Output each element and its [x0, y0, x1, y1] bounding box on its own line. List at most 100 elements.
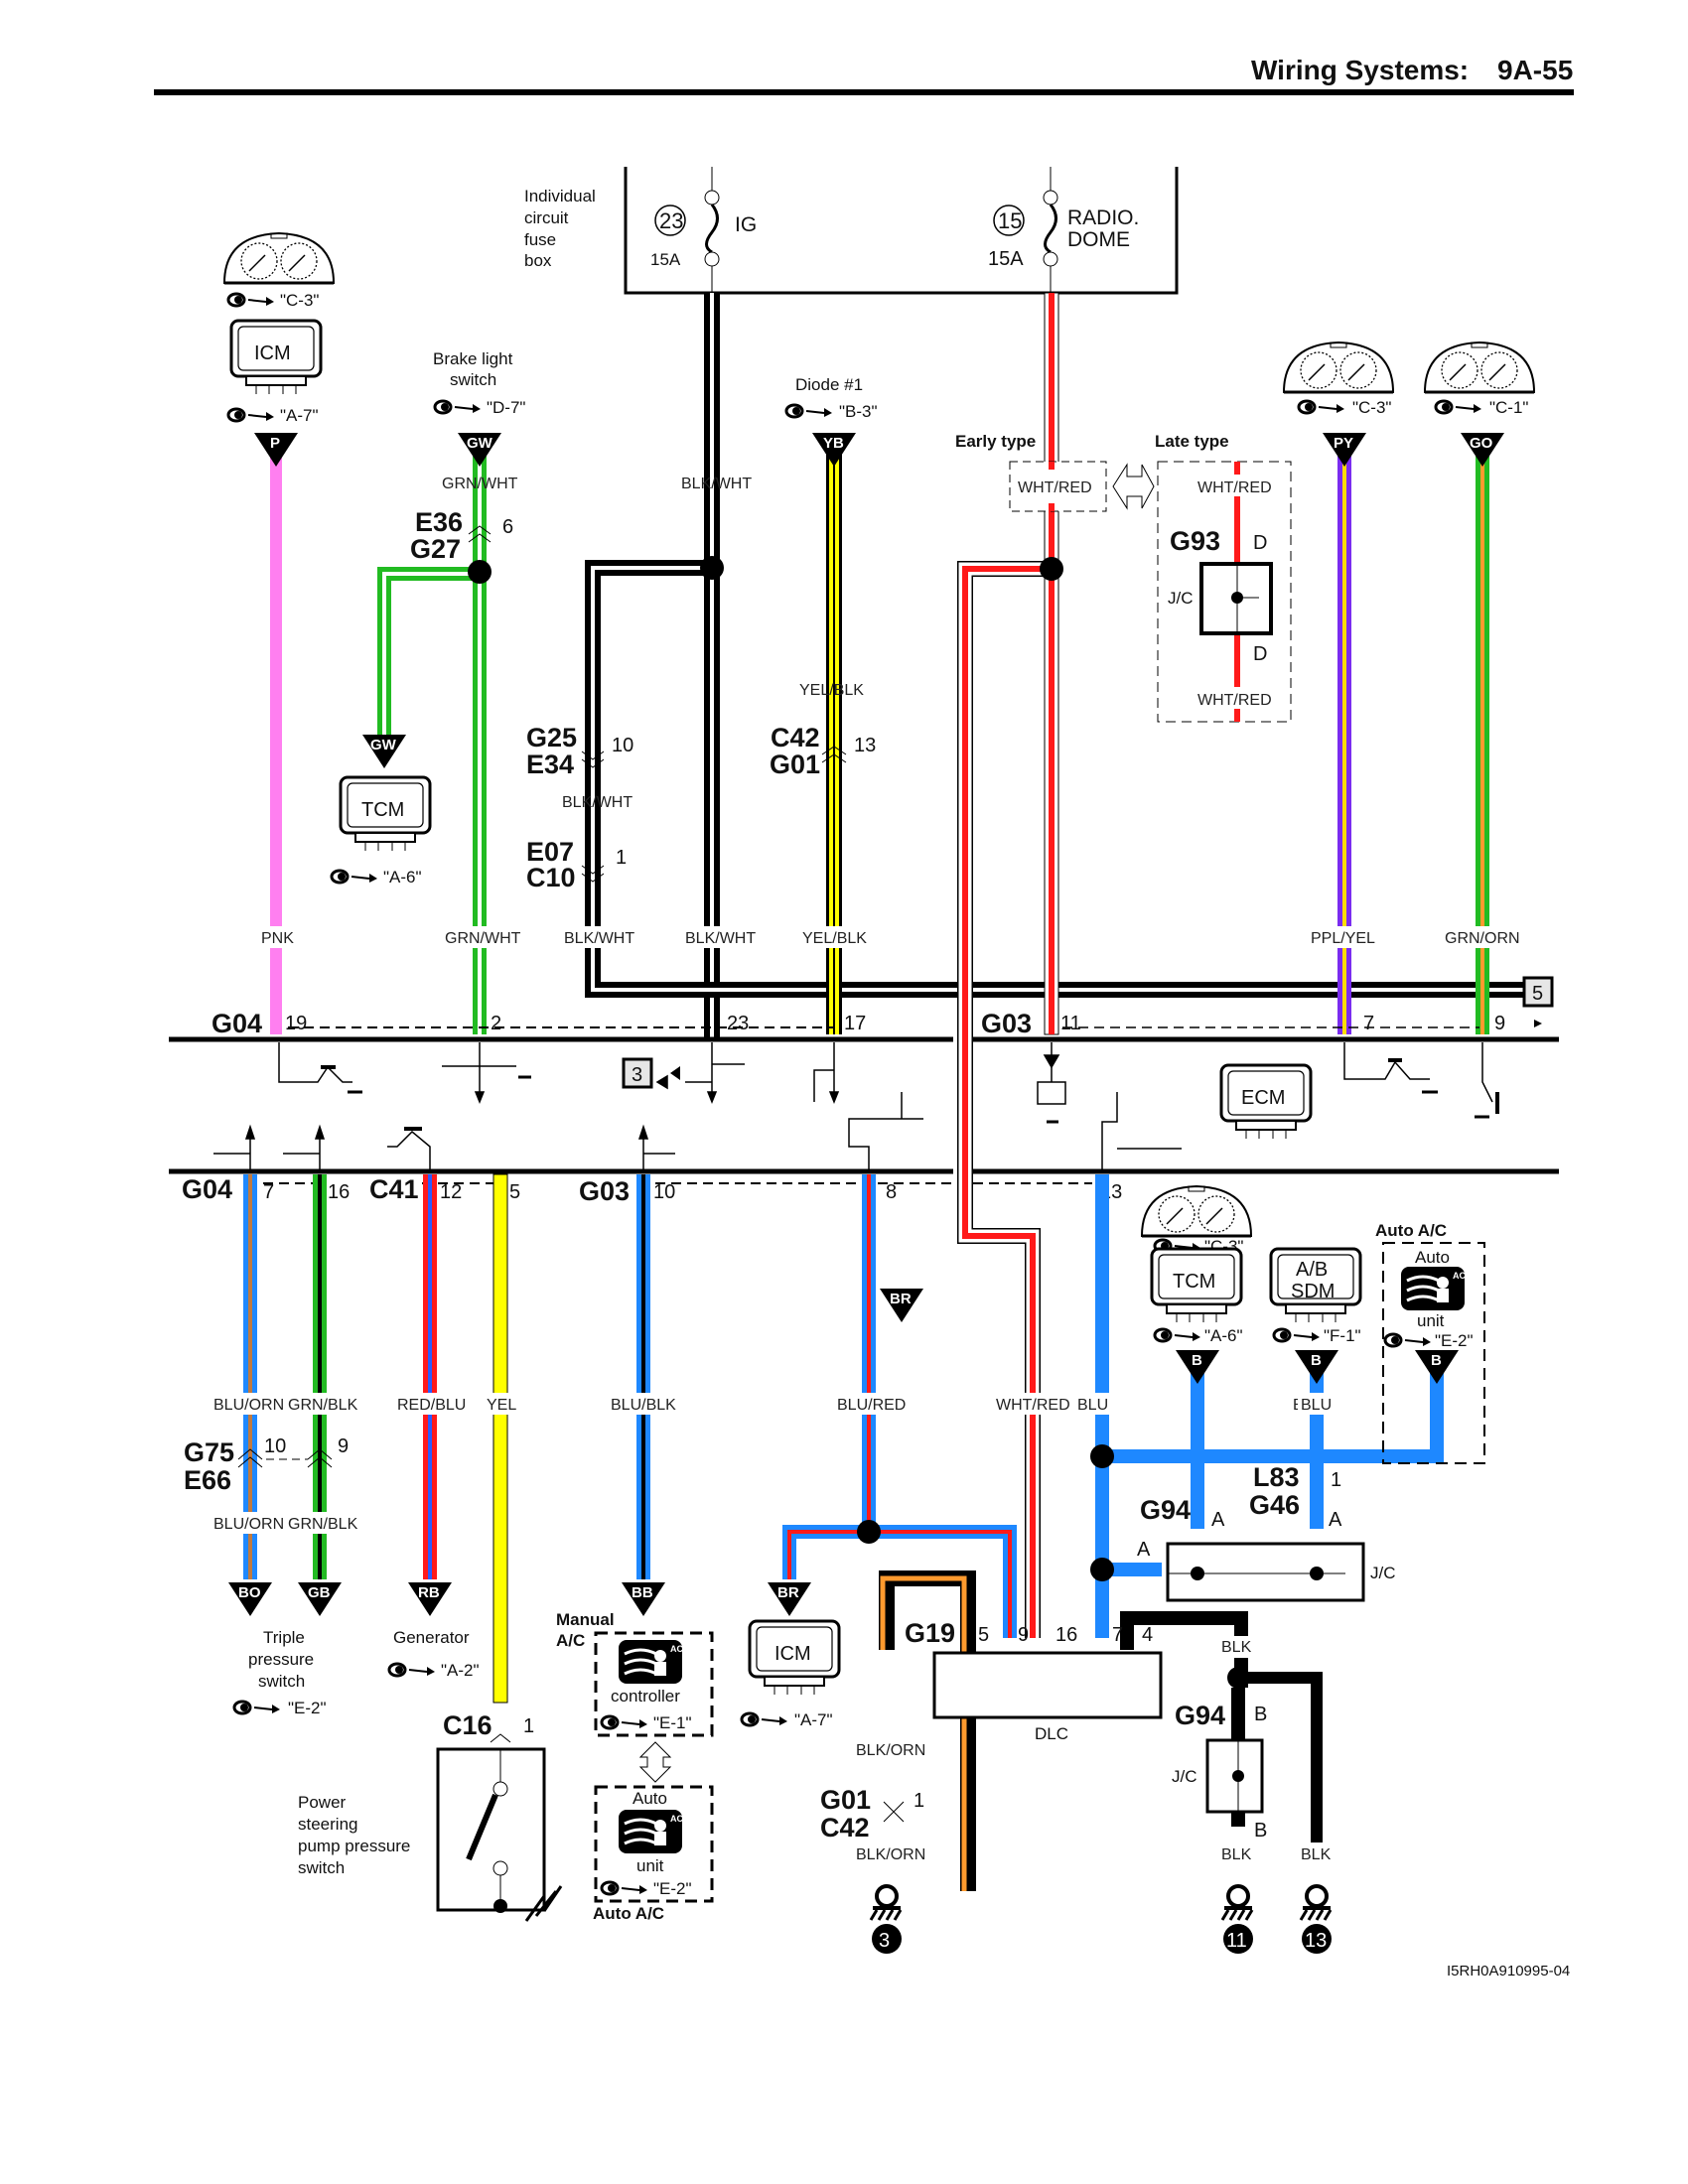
icm-lower-label: ICM [774, 1643, 811, 1665]
svg-text:pressure: pressure [248, 1650, 314, 1669]
ecm-label: ECM [1241, 1087, 1285, 1109]
svg-text:"E-2": "E-2" [1435, 1331, 1474, 1350]
svg-text:Power: Power [298, 1793, 347, 1812]
svg-text:BLK/WHT: BLK/WHT [564, 930, 634, 947]
ground-icon [1299, 1884, 1333, 1922]
ac-unit-icon [617, 1808, 685, 1855]
svg-text:B: B [1192, 1352, 1202, 1369]
svg-text:Auto: Auto [1415, 1248, 1450, 1267]
svg-text:A: A [1329, 1509, 1342, 1531]
svg-text:"A-2": "A-2" [441, 1661, 480, 1680]
svg-text:E36: E36 [415, 507, 463, 537]
wire-ppl-yel [1337, 452, 1351, 1034]
splice [1090, 1558, 1114, 1581]
svg-text:1: 1 [616, 847, 627, 869]
fuse-rating: 15A [650, 250, 681, 269]
svg-text:"D-7": "D-7" [487, 398, 525, 417]
ground-icon [869, 1884, 903, 1922]
svg-text:BLK/WHT: BLK/WHT [681, 476, 752, 492]
svg-text:Auto A/C: Auto A/C [1375, 1221, 1447, 1240]
svg-text:GB: GB [308, 1584, 331, 1601]
ecm-internal-circuits [278, 1042, 1499, 1124]
svg-text:C16: C16 [443, 1710, 492, 1740]
dlc: G19 5 9 16 7 4 DLC BLK/ORN G01 C42 1 BLK… [820, 1570, 1248, 1891]
eye-ref-icon [740, 1711, 789, 1727]
svg-text:G01: G01 [770, 750, 820, 779]
section-title: Wiring Systems: [1251, 55, 1469, 85]
svg-text:9: 9 [338, 1435, 349, 1457]
svg-text:RB: RB [418, 1584, 440, 1601]
svg-text:YEL: YEL [487, 1397, 516, 1414]
svg-text:3: 3 [632, 1064, 642, 1086]
connector-c42-g01: C42 G01 13 [770, 723, 876, 779]
svg-text:7: 7 [1363, 1013, 1374, 1034]
svg-text:GW: GW [467, 435, 493, 452]
early-late-type-block: Early type Late type WHT/RED WHT/RED WHT… [955, 432, 1292, 723]
svg-text:E34: E34 [526, 750, 574, 779]
svg-text:10: 10 [653, 1181, 675, 1203]
g94-junction-a: L83 G46 1 G94 A A A J/C [1137, 1462, 1396, 1602]
svg-text:YEL/BLK: YEL/BLK [802, 930, 867, 947]
diode-label: Diode #1 [795, 375, 863, 394]
svg-text:box: box [524, 251, 552, 270]
svg-text:PY: PY [1334, 435, 1353, 452]
svg-text:BLU/ORN: BLU/ORN [213, 1516, 284, 1533]
svg-text:G94: G94 [1175, 1701, 1225, 1730]
svg-text:E07: E07 [526, 837, 574, 867]
svg-text:BR: BR [890, 1291, 912, 1307]
ref-box-5 [1522, 976, 1554, 1008]
svg-text:GW: GW [370, 737, 397, 753]
combination-meter-icon [222, 231, 336, 285]
power-steering-pressure-switch: C16 1 Power steering pump pressure switc… [298, 1710, 563, 1922]
svg-text:"A-7": "A-7" [280, 406, 319, 425]
ref-box-3 [622, 1057, 653, 1089]
svg-text:"E-1": "E-1" [653, 1713, 692, 1732]
svg-text:13: 13 [854, 735, 876, 756]
svg-text:BLU: BLU [1301, 1397, 1332, 1414]
svg-text:"E-2": "E-2" [653, 1879, 692, 1898]
svg-text:"E-2": "E-2" [288, 1699, 327, 1717]
tcm-label: TCM [361, 799, 404, 821]
splice [857, 1520, 881, 1544]
svg-text:"A-6": "A-6" [383, 868, 422, 887]
interchange-arrow-icon [638, 1741, 672, 1783]
svg-text:GRN/BLK: GRN/BLK [288, 1516, 358, 1533]
svg-text:9: 9 [1494, 1013, 1505, 1034]
eye-ref-icon [784, 403, 834, 419]
svg-text:BLK: BLK [1221, 1639, 1252, 1656]
svg-text:PPL/YEL: PPL/YEL [1311, 930, 1375, 947]
svg-text:GO: GO [1470, 435, 1493, 452]
g03-lower-code: G03 [579, 1176, 630, 1206]
svg-text:4: 4 [1142, 1624, 1153, 1646]
eye-ref-icon [600, 1880, 649, 1896]
svg-text:C42: C42 [820, 1813, 870, 1843]
svg-text:9: 9 [1018, 1624, 1029, 1646]
svg-text:"B-3": "B-3" [839, 402, 878, 421]
connector-g75-e66: G75 E66 10 9 [184, 1435, 349, 1495]
arrow-right-icon [1534, 1020, 1542, 1027]
svg-text:"C-3": "C-3" [1352, 398, 1391, 417]
page-number: 9A-55 [1497, 55, 1573, 85]
svg-text:A: A [1137, 1539, 1151, 1561]
svg-text:BLU/BLK: BLU/BLK [611, 1397, 676, 1414]
eye-ref-icon [330, 869, 379, 885]
svg-text:DOME: DOME [1067, 228, 1130, 251]
g04-upper-code: G04 [211, 1009, 262, 1038]
svg-text:BLU/RED: BLU/RED [837, 1397, 906, 1414]
svg-text:"A-7": "A-7" [794, 1710, 833, 1729]
manual-ac-controller: Manual A/C controller "E-1" [556, 1610, 714, 1737]
svg-text:A/C: A/C [556, 1631, 585, 1650]
svg-text:11: 11 [1060, 1013, 1081, 1034]
ac-controller-icon [617, 1638, 685, 1686]
diode-icon [670, 1066, 680, 1080]
svg-text:G46: G46 [1249, 1490, 1300, 1520]
svg-text:D: D [1253, 532, 1267, 554]
ecm-lower-circuits [213, 1092, 1182, 1169]
svg-text:controller: controller [611, 1687, 680, 1706]
wire-grn-wht [377, 452, 487, 1034]
svg-text:BLK/WHT: BLK/WHT [685, 930, 756, 947]
svg-text:fuse: fuse [524, 230, 556, 249]
svg-text:L83: L83 [1253, 1462, 1300, 1492]
svg-text:E66: E66 [184, 1465, 231, 1495]
svg-text:GRN/WHT: GRN/WHT [442, 476, 518, 492]
